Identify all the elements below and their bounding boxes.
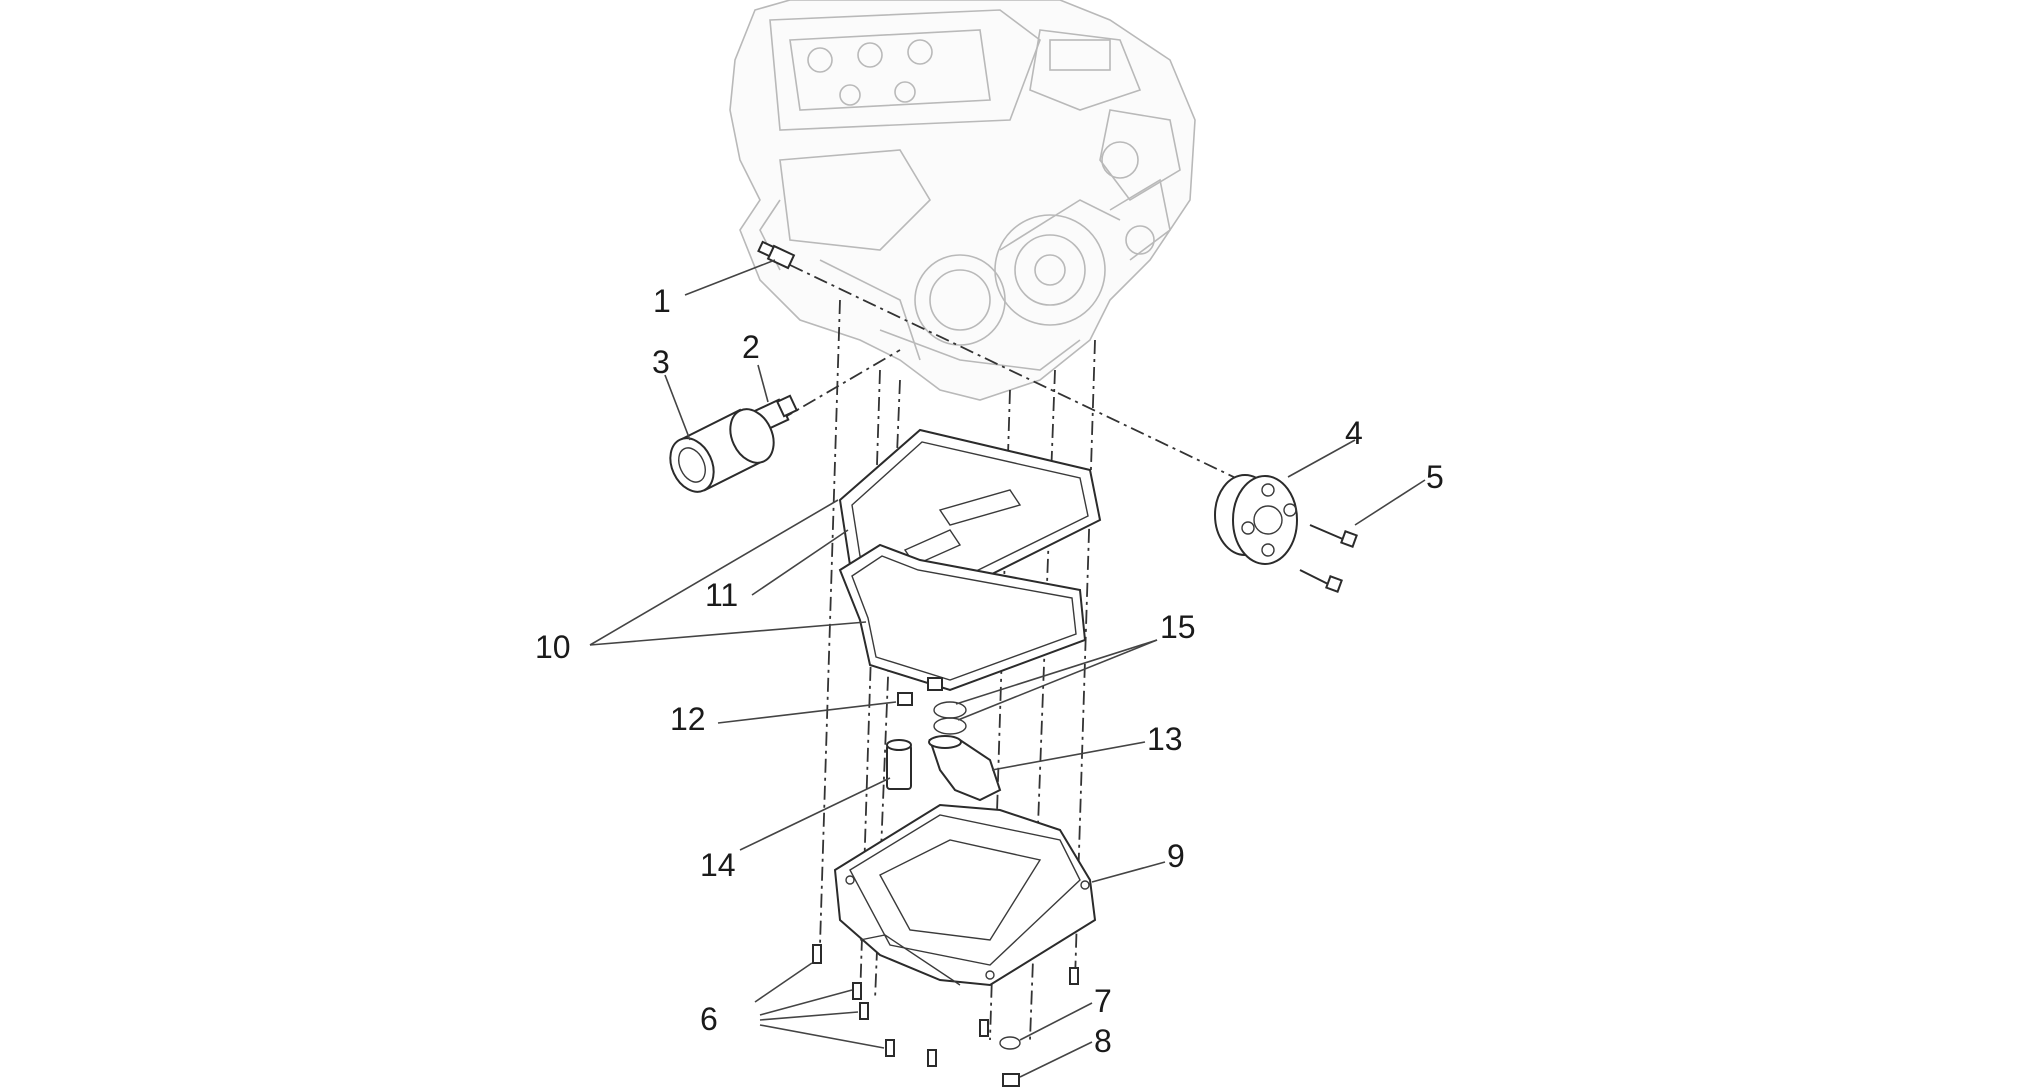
part-14-relief-valve	[886, 739, 912, 790]
callout-8: 8	[1094, 1023, 1112, 1059]
part-15-o-rings	[933, 701, 967, 735]
callout-1: 1	[653, 283, 671, 319]
callout-3: 3	[652, 344, 670, 380]
part-12-bolt	[897, 677, 943, 706]
callout-11: 11	[705, 577, 738, 613]
part-4-oil-pump	[1214, 474, 1298, 565]
part-13-oil-strainer	[928, 735, 1002, 802]
callout-5: 5	[1426, 459, 1444, 495]
part-9-oil-sump	[833, 803, 1097, 987]
part-6-sump-bolts	[812, 944, 1079, 1067]
engine-block	[729, 0, 1196, 401]
callout-4: 4	[1345, 415, 1363, 451]
callout-6: 6	[700, 1001, 718, 1037]
callout-10: 10	[535, 629, 571, 665]
part-11-gasket-lower	[838, 543, 1087, 692]
callout-labels: 1 2 3 4 5 6 7 8 9 10 11 12 13 14 15	[535, 283, 1444, 1059]
callout-12: 12	[670, 701, 706, 737]
part-8-drain-plug	[1002, 1073, 1020, 1087]
leader-lines	[589, 259, 1426, 1078]
callout-9: 9	[1167, 838, 1185, 874]
callout-7: 7	[1094, 983, 1112, 1019]
callout-2: 2	[742, 329, 760, 365]
callout-14: 14	[700, 847, 736, 883]
part-3-oil-filter	[669, 408, 775, 493]
part-1-oil-pressure-switch	[757, 240, 796, 270]
callout-15: 15	[1160, 609, 1196, 645]
part-5-pump-bolts	[1299, 524, 1358, 593]
part-7-washer	[999, 1036, 1021, 1050]
callout-13: 13	[1147, 721, 1183, 757]
